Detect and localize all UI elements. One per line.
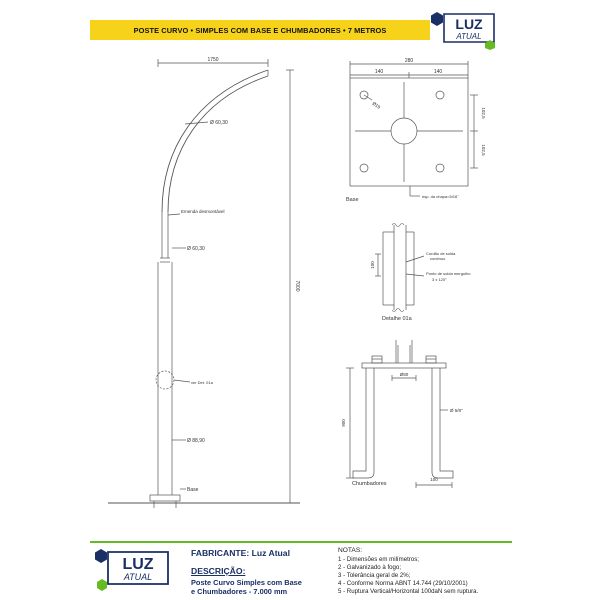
anchors-drawing	[346, 340, 454, 488]
plate-thickness-label: esp. da chapa=5/16"	[422, 194, 459, 199]
dim-900: 900	[341, 419, 346, 427]
base-plate-drawing	[349, 61, 478, 197]
dim-7000: 7000	[294, 280, 300, 291]
dim-140-left: 140	[375, 69, 384, 75]
hexagon-icon	[431, 12, 443, 26]
anchors-dim-100: 100	[430, 477, 438, 482]
diam-58-label: Ø 5/8"	[450, 408, 463, 413]
logo-word-top: LUZ	[122, 556, 153, 573]
notes-heading: NOTAS:	[338, 547, 363, 554]
descricao-heading: DESCRIÇÃO:	[191, 566, 246, 576]
luz-atual-logo-top: LUZ ATUAL	[428, 8, 498, 50]
dim-102-top: 102,5	[481, 107, 486, 119]
note-item: 5 - Ruptura Vertical/Horizontal 100daN s…	[338, 588, 479, 596]
logo-word-top: LUZ	[455, 16, 483, 32]
luz-atual-logo-footer: LUZ ATUAL	[92, 548, 174, 594]
hole-diam-label: Ø19	[371, 101, 381, 110]
fabricante-label: FABRICANTE: Luz Atual	[191, 548, 290, 558]
detail-label: Detalhe 01a	[382, 316, 413, 322]
dim-1750: 1750	[207, 57, 218, 63]
dim-140-right: 140	[434, 69, 443, 75]
logo-word-bottom: ATUAL	[455, 32, 481, 41]
dim-280: 280	[405, 58, 414, 64]
diam-mid-label: Ø 60,30	[187, 246, 205, 252]
ponto-label-1: Ponto de solda mergulho	[426, 271, 471, 276]
ponto-label-2: 3 x 120°	[432, 277, 447, 282]
detail-01a-drawing	[375, 223, 425, 312]
hexagon-green-icon	[485, 40, 495, 50]
note-item: 1 - Dimensões em milímetros;	[338, 556, 419, 563]
descricao-line-1: Poste Curvo Simples com Base	[191, 578, 302, 587]
pole-drawing	[108, 59, 300, 508]
emenda-label: Emenda desmontável	[181, 209, 225, 214]
descricao-line-2: e Chumbadores - 7.000 mm	[191, 587, 288, 596]
dim-102-bottom: 102,5	[481, 144, 486, 156]
notes-list: 1 - Dimensões em milímetros; 2 - Galvani…	[338, 556, 478, 596]
diam-bottom-label: Ø 88,90	[187, 438, 205, 444]
footer-divider	[90, 541, 512, 543]
cordao-label-1: Cordão de solda	[426, 251, 456, 256]
title-banner: POSTE CURVO • SIMPLES COM BASE E CHUMBAD…	[90, 20, 430, 40]
note-item: 4 - Conforme Norma ABNT 14.744 (29/10/20…	[338, 580, 468, 588]
pole-base-label: Base	[187, 487, 199, 493]
logo-word-bottom: ATUAL	[123, 572, 152, 582]
note-item: 3 - Tolerância geral de 2%;	[338, 572, 411, 580]
cordao-label-2: contínuo	[430, 256, 446, 261]
hexagon-icon	[95, 549, 107, 563]
base-plate-label: Base	[346, 197, 359, 203]
hexagon-green-icon	[97, 579, 107, 591]
diam-top-label: Ø 60,30	[210, 120, 228, 126]
anchors-label: Chumbadores	[352, 481, 387, 487]
note-item: 2 - Galvanizado à fogo;	[338, 564, 402, 572]
ver-det-label: ver Det. 01a	[191, 380, 214, 385]
diam-80-label: Ø80	[400, 372, 409, 377]
detail-dim-100: 100	[370, 261, 375, 269]
page-title: POSTE CURVO • SIMPLES COM BASE E CHUMBAD…	[133, 25, 387, 35]
